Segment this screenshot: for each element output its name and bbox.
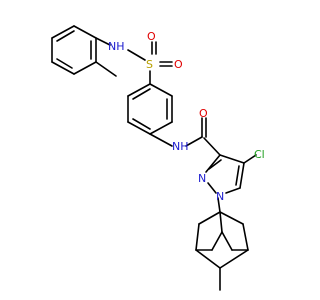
molecule-structure: NH S O O NH O Cl N N <box>51 25 265 291</box>
atom-label-nitrogen-2: N <box>198 172 206 185</box>
nh-s-bond <box>127 49 146 61</box>
adamantane-cage <box>195 211 249 291</box>
tolyl-ring <box>51 25 97 75</box>
atom-labels: NH S O O NH O Cl N N <box>108 30 265 203</box>
atom-label-oxygen-bottom: O <box>174 58 183 71</box>
c-cl-bond <box>243 154 257 164</box>
atom-label-nh-sulfonamide: NH <box>108 40 125 53</box>
atom-label-sulfur: S <box>146 58 153 71</box>
atom-label-oxygen-carbonyl: O <box>199 107 208 120</box>
carbonyl-pyrazole-bond <box>203 137 221 156</box>
atom-label-oxygen-top: O <box>147 30 156 43</box>
pyrazole-ring <box>205 154 245 194</box>
bonds <box>51 25 257 291</box>
atom-label-nh-amide: NH <box>172 140 189 153</box>
atom-label-chlorine: Cl <box>254 148 265 161</box>
atom-label-nitrogen-1: N <box>216 190 224 203</box>
n-adamantyl-bond <box>217 197 221 213</box>
methyl-bond <box>95 61 117 77</box>
nh-carbonyl-bond <box>185 136 203 147</box>
aryl-nh-bond <box>95 37 111 46</box>
phenyl-nh-bond <box>149 133 173 147</box>
phenyl-ring <box>127 83 173 135</box>
